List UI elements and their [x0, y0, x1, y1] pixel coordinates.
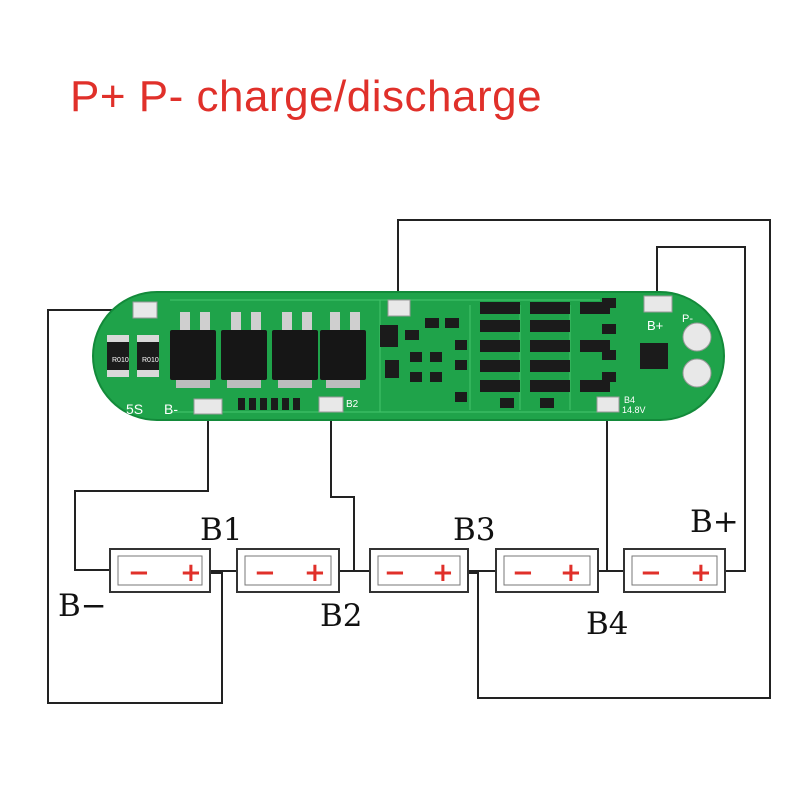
pcb-board: R010 R010: [92, 291, 725, 421]
label-b2: B2: [320, 598, 363, 634]
wire-b2: [330, 408, 355, 571]
cell-4: − +: [495, 548, 599, 593]
wire-p-minus-loop: [397, 219, 771, 699]
pcb-label-b2: B2: [346, 399, 359, 410]
label-b-minus: B−: [58, 588, 107, 624]
cell-5-minus: −: [640, 558, 662, 588]
pcb-resistor-1: [107, 335, 129, 377]
label-b-plus: B+: [690, 504, 739, 540]
cell-1: − +: [109, 548, 211, 593]
wire-left-loop: [47, 309, 223, 704]
resistor-label-1: R010: [112, 357, 129, 364]
cell-3: − +: [369, 548, 469, 593]
pcb-label-voltage: 14.8V: [622, 405, 646, 415]
node-labels: B− B1 B2 B3 B4 B+: [58, 504, 739, 642]
cell-2-plus: +: [304, 558, 326, 588]
wire-b-minus: [74, 408, 209, 571]
pcb-pad-b-minus: [193, 398, 223, 415]
cell-3-plus: +: [432, 558, 454, 588]
resistor-label-2: R010: [142, 357, 159, 364]
pcb-label-b-plus: B+: [647, 318, 663, 333]
battery-cells: − + − + − + − + − +: [109, 548, 726, 593]
pcb-mosfets: [170, 312, 366, 388]
pcb-smd-bottom: [238, 398, 300, 410]
wires: [47, 219, 771, 704]
label-b3: B3: [453, 512, 496, 548]
pcb-round-pad-1: [682, 322, 712, 352]
cell-4-minus: −: [512, 558, 534, 588]
cell-5-plus: +: [690, 558, 712, 588]
cell-4-plus: +: [560, 558, 582, 588]
wire-b-plus: [656, 246, 746, 572]
pcb-ic-grid: [380, 298, 668, 408]
cell-1-plus: +: [180, 558, 202, 588]
pcb-label-p-minus: P-: [682, 313, 693, 325]
pcb-pad-b-plus: [643, 295, 673, 313]
pcb-label-b4: B4: [624, 395, 635, 405]
label-b1: B1: [200, 512, 243, 548]
pcb-label-b-minus: B-: [164, 401, 178, 417]
pcb-round-pad-2: [682, 358, 712, 388]
pcb-pad-b2: [318, 396, 344, 413]
cell-1-minus: −: [128, 558, 150, 588]
pcb-pad-p-minus: [387, 299, 411, 317]
pcb-pad-top-left: [132, 301, 158, 319]
pcb-resistor-2: [137, 335, 159, 377]
pcb-pad-b4: [596, 396, 620, 413]
diagram-title: P+ P- charge/discharge: [70, 72, 543, 121]
label-b4: B4: [586, 606, 629, 642]
cell-5: − +: [623, 548, 726, 593]
pcb-label-cells: 5S: [126, 401, 143, 417]
cell-2-minus: −: [254, 558, 276, 588]
cell-2: − +: [236, 548, 340, 593]
cell-3-minus: −: [384, 558, 406, 588]
